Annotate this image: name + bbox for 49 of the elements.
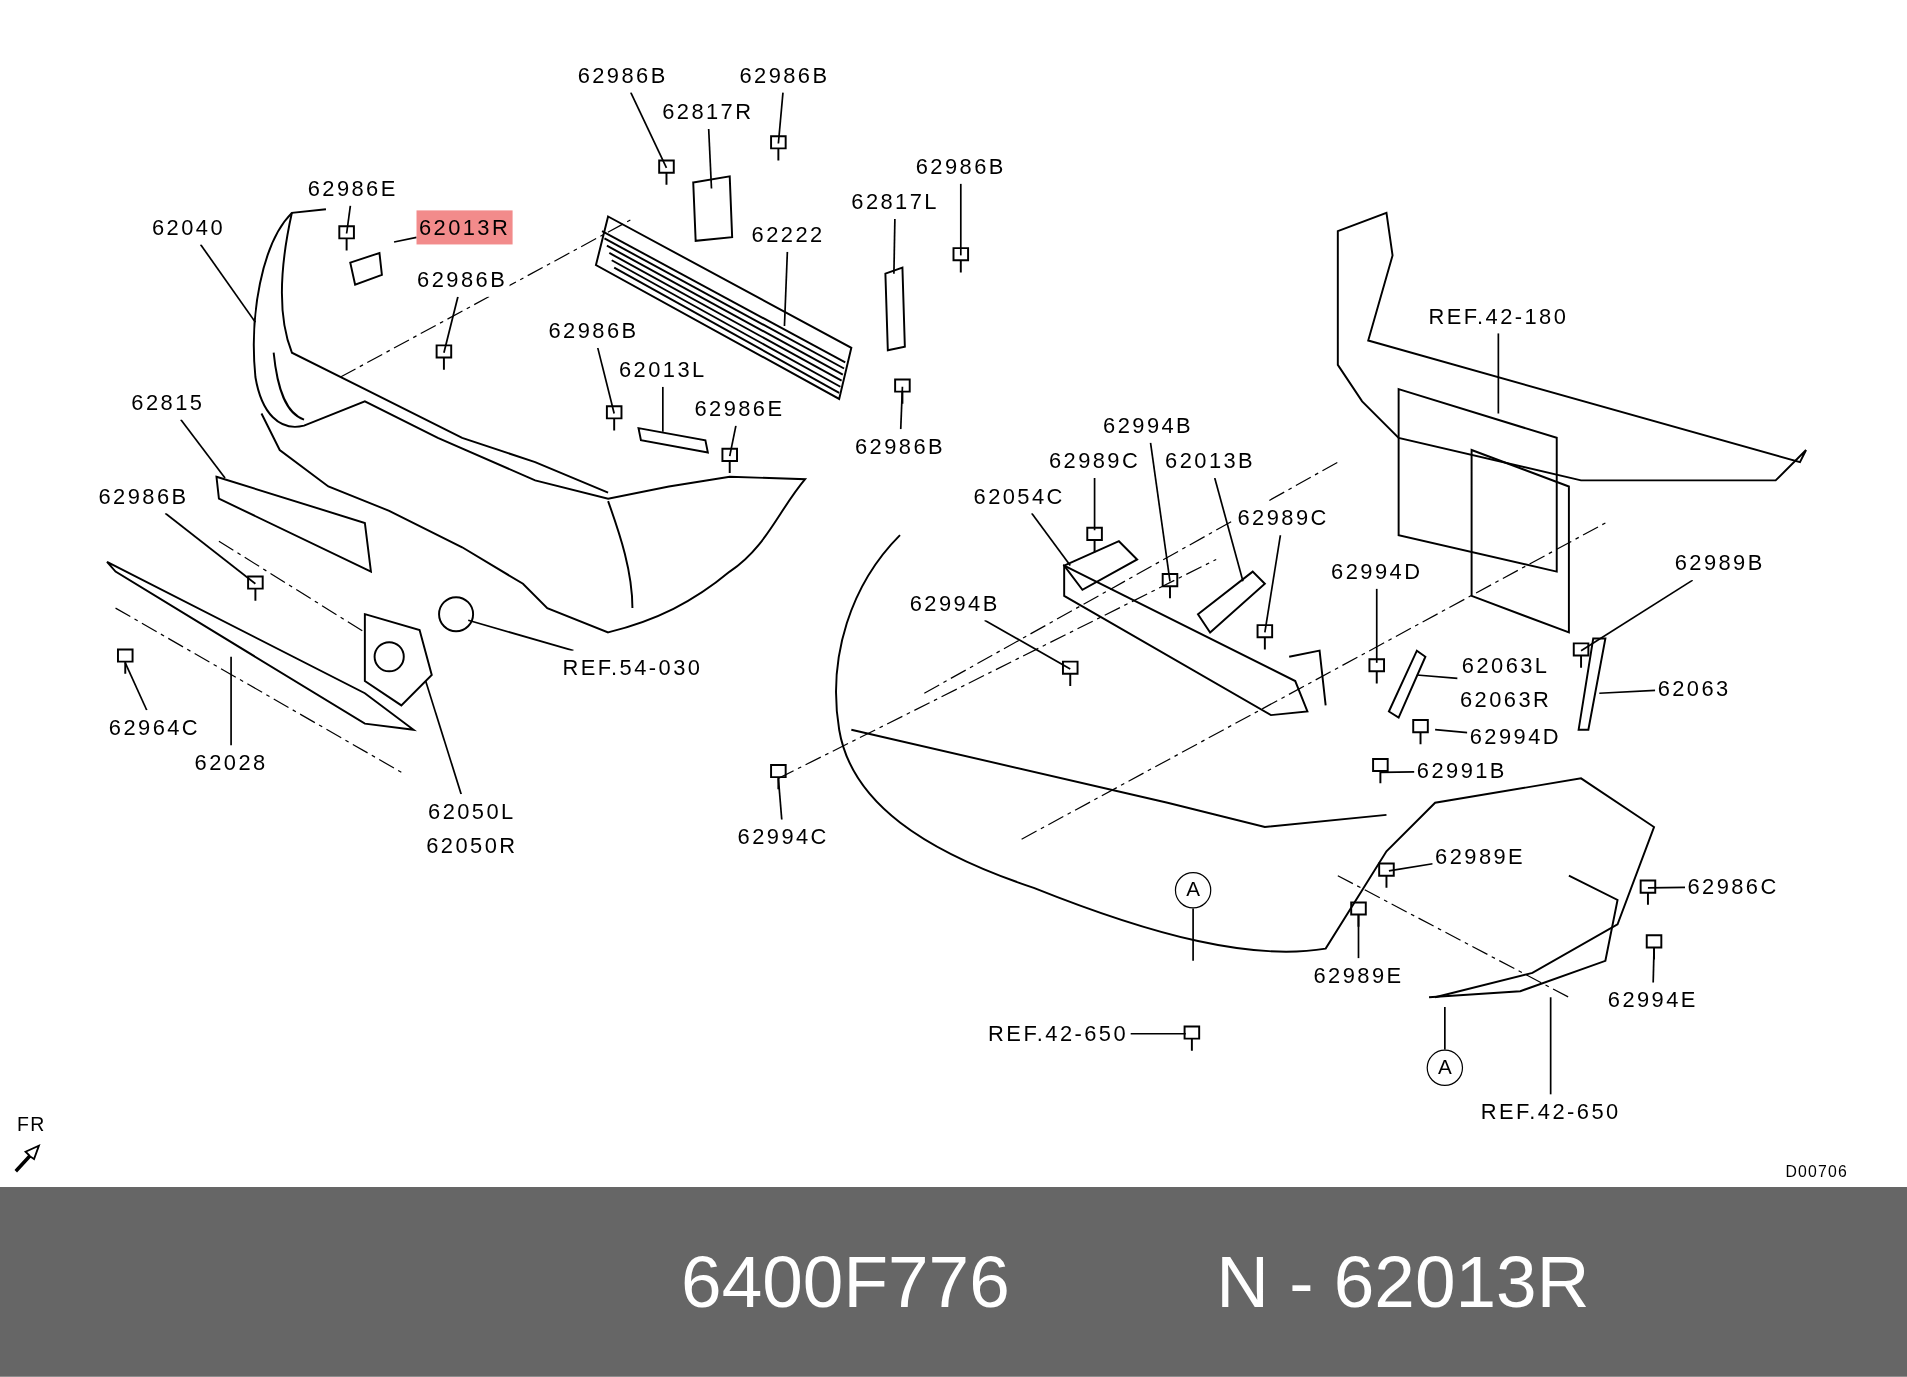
- part-number: 62013R: [416, 210, 513, 245]
- direction-label: FR: [17, 1114, 46, 1136]
- leader-line: [345, 204, 352, 235]
- leader-line: [629, 91, 668, 169]
- leader-line: [393, 236, 418, 243]
- leader-line: [230, 655, 232, 747]
- leader-line: [899, 385, 904, 431]
- leader-line: [1030, 512, 1072, 567]
- leader-line: [596, 346, 616, 415]
- leader-line: [783, 250, 789, 327]
- drawing-code: D00706: [1785, 1162, 1849, 1181]
- leader-line: [777, 91, 784, 145]
- leader-line: [662, 385, 664, 433]
- leader-line: [467, 619, 575, 652]
- leader-line: [1375, 587, 1378, 664]
- leader-line: [1129, 1032, 1187, 1035]
- reference-circle: A: [1174, 872, 1212, 909]
- leader-line: [707, 128, 713, 190]
- leader-line: [893, 218, 896, 275]
- reference-circle: A: [1426, 1049, 1464, 1087]
- leader-line: [1357, 913, 1360, 960]
- leader-line: [1652, 947, 1655, 984]
- leader-line: [959, 182, 962, 257]
- leader-line: [983, 619, 1072, 670]
- leader-line: [1598, 689, 1657, 695]
- leader-line: [1580, 579, 1694, 652]
- leader-line: [1379, 770, 1416, 774]
- leader-line: [443, 295, 459, 354]
- leader-line: [164, 512, 257, 585]
- leader-line: [777, 777, 783, 821]
- leader-line: [1647, 886, 1686, 889]
- leader-line: [1388, 862, 1434, 872]
- leader-line: [199, 243, 257, 324]
- leader-line: [1192, 907, 1194, 962]
- leader-line: [1434, 728, 1469, 734]
- leader-line: [1497, 332, 1500, 415]
- part-number-text: 6400F776: [681, 1240, 1010, 1324]
- leader-line: [1416, 674, 1459, 680]
- leader-line: [1549, 996, 1552, 1096]
- leader-line: [1444, 1006, 1446, 1051]
- leader-line: [1264, 534, 1282, 634]
- leader-line: [728, 424, 737, 457]
- leader-line: [424, 680, 463, 796]
- leader-line: [1149, 441, 1171, 583]
- leader-line: [1213, 477, 1244, 583]
- leader-line: [179, 418, 226, 479]
- part-number-text: N - 62013R: [1216, 1240, 1590, 1324]
- leader-line: [124, 662, 148, 712]
- leader-line: [1093, 477, 1096, 532]
